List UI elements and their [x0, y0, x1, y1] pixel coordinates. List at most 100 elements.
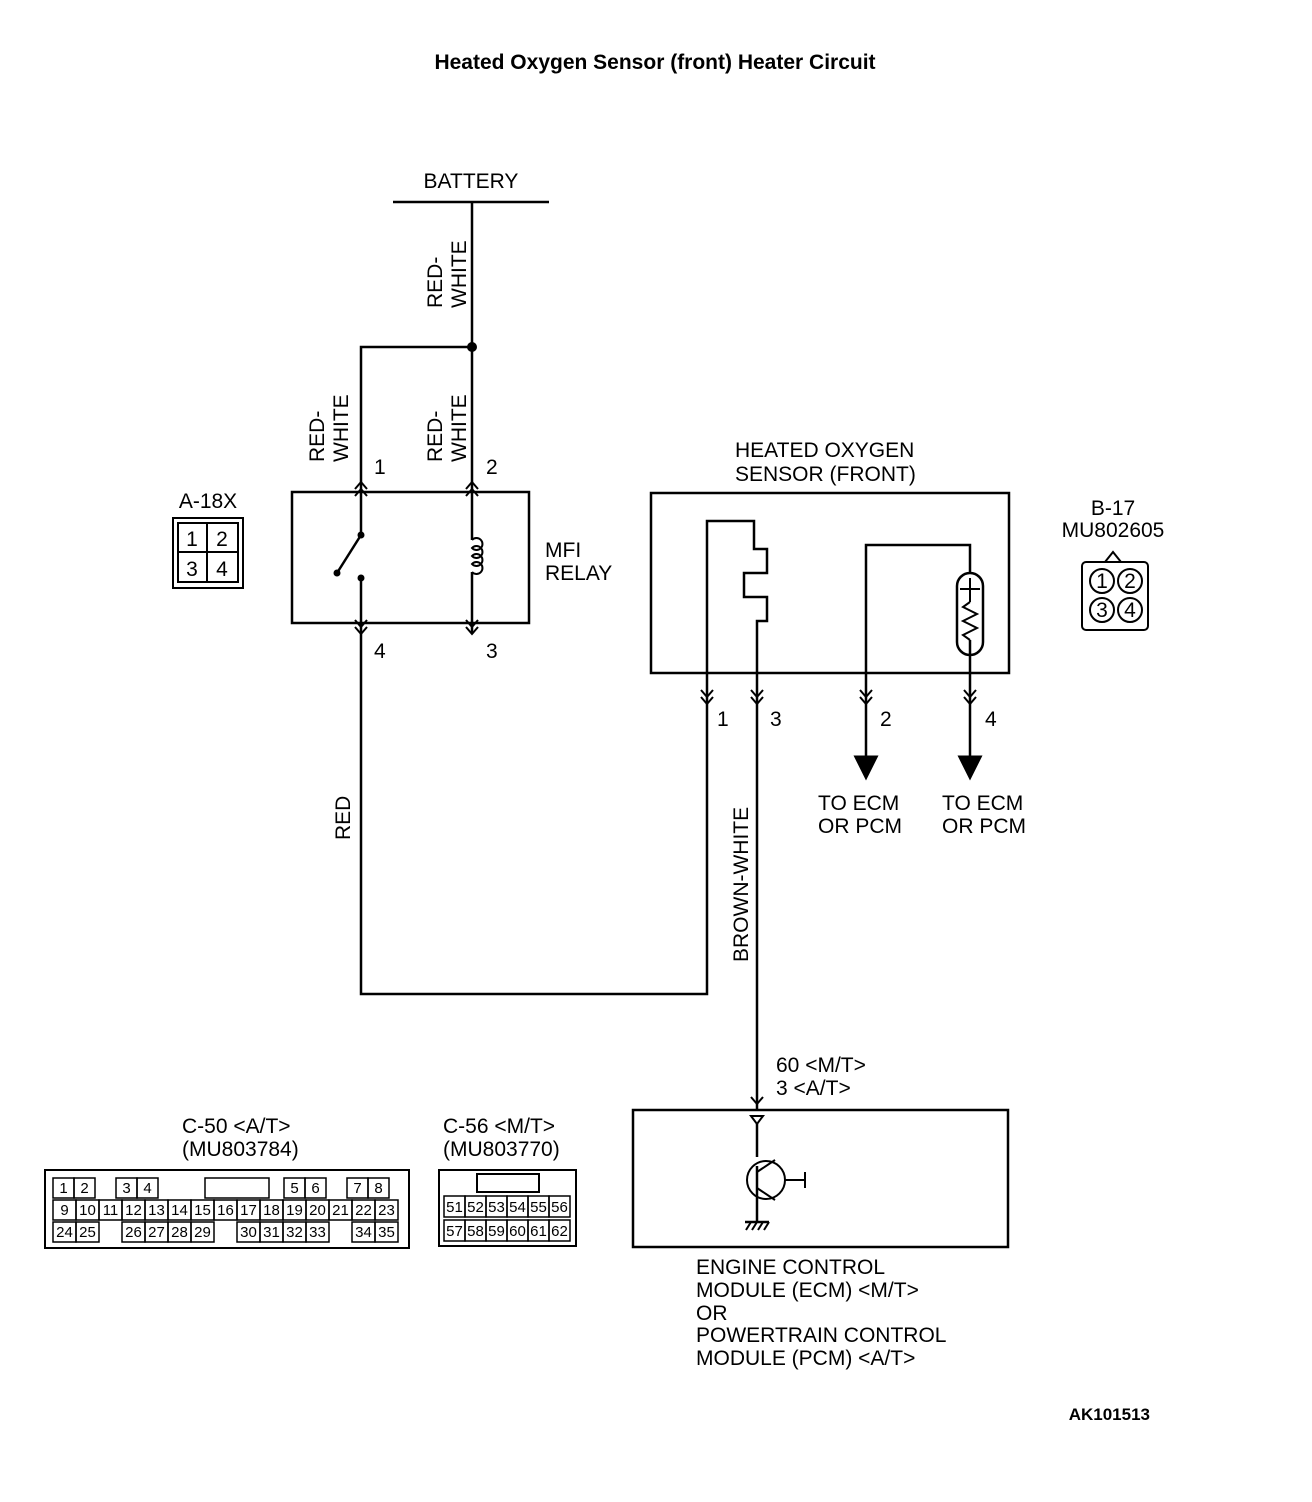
b17-pin: [1117, 568, 1143, 594]
to-ecm-label-2: OR PCM: [818, 815, 902, 838]
sensor-element: [705, 519, 769, 673]
ecm-name-3: OR: [696, 1302, 728, 1325]
wire-label-pin1-1: RED-: [306, 411, 329, 462]
c50-cell-label: 17: [240, 1202, 257, 1219]
wire-label-red: RED: [332, 796, 355, 840]
connector-chevron: [465, 480, 479, 497]
figure-id: AK101513: [1069, 1405, 1150, 1424]
ecm-name-1: ENGINE CONTROL: [696, 1256, 885, 1279]
c56-cell-label: 51: [446, 1199, 463, 1216]
b17-cell: 1: [1096, 570, 1108, 593]
relay-pin-3: 3: [486, 640, 498, 663]
c50-cell-label: 24: [56, 1224, 73, 1241]
c50-cell-label: 33: [309, 1224, 326, 1241]
relay-pin-4: 4: [374, 640, 386, 663]
relay-switch-arm: [335, 534, 363, 574]
c50-cell-label: 27: [148, 1224, 165, 1241]
heater-resistor: [960, 601, 980, 641]
c56-cell-label: 59: [488, 1223, 505, 1240]
c50-cell-label: 29: [194, 1224, 211, 1241]
sensor-name-2: SENSOR (FRONT): [735, 463, 916, 486]
to-ecm-label-1: TO ECM: [818, 792, 899, 815]
b17-pin: [1089, 568, 1115, 594]
heater-wire: [864, 543, 972, 673]
c50-cell-label: 3: [122, 1180, 130, 1197]
a18x-cell: 3: [186, 558, 198, 581]
wire-label-pin1-2: WHITE: [330, 394, 353, 462]
relay-name-1: MFI: [545, 539, 581, 562]
c50-cell-label: 34: [355, 1224, 372, 1241]
c50-cell-label: 21: [332, 1202, 349, 1219]
b17-pin: [1117, 597, 1143, 623]
c50-part: (MU803784): [182, 1138, 299, 1161]
c50-cell-label: 23: [378, 1202, 395, 1219]
connector-chevron: [354, 480, 368, 497]
c56-cell-label: 56: [551, 1199, 568, 1216]
c50-key: [204, 1177, 270, 1199]
sensor-pin-1: 1: [717, 708, 729, 731]
b17-cell: 2: [1124, 570, 1136, 593]
c50-cell: [367, 1177, 390, 1199]
connector-chevron: [750, 1096, 764, 1106]
c50-cell-label: 13: [148, 1202, 165, 1219]
c50-cell-label: 10: [79, 1202, 96, 1219]
c50-cell-label: 19: [286, 1202, 303, 1219]
a18x-connector: [172, 517, 244, 589]
red-wire: [359, 623, 709, 996]
to-ecm-label-2: OR PCM: [942, 815, 1026, 838]
c50-cell-label: 20: [309, 1202, 326, 1219]
c50-cell-label: 35: [378, 1224, 395, 1241]
c50-cell-label: 5: [290, 1180, 298, 1197]
wire-label-pin2-1: RED-: [424, 411, 447, 462]
b17-connector: [1081, 561, 1149, 631]
c56-connector: [438, 1169, 577, 1247]
c56-cell-label: 52: [467, 1199, 484, 1216]
c50-cell-label: 28: [171, 1224, 188, 1241]
switch-pivot: [333, 569, 341, 577]
c50-cell-label: 2: [80, 1180, 88, 1197]
ecm-terminal-mt: 60 <M/T>: [776, 1054, 866, 1077]
c50-cell: [374, 1199, 399, 1221]
wire-label-top-1: RED-: [424, 257, 447, 308]
ground-icon: [745, 1221, 770, 1231]
b17-cell: 4: [1124, 599, 1136, 622]
sensor-pin-3: 3: [770, 708, 782, 731]
c50-cell-label: 31: [263, 1224, 280, 1241]
c50-cell-label: 22: [355, 1202, 372, 1219]
a18x-cell: 2: [216, 528, 228, 551]
c56-cell-label: 62: [551, 1223, 568, 1240]
c56-title: C-56 <M/T>: [443, 1115, 555, 1138]
b17-cell: 3: [1096, 599, 1108, 622]
ecm-terminal-marker: [749, 1115, 765, 1126]
c50-cell-label: 7: [353, 1180, 361, 1197]
relay-coil: [470, 537, 484, 575]
c50-cell-label: 16: [217, 1202, 234, 1219]
b17-key: [1104, 550, 1122, 563]
c56-cell-label: 54: [509, 1199, 526, 1216]
ecm-box: [631, 1108, 1010, 1249]
wire-to-relay-pin1: [359, 345, 472, 492]
battery-label: BATTERY: [424, 170, 519, 193]
sensor-pin-4: 4: [985, 708, 997, 731]
c50-cell-label: 30: [240, 1224, 257, 1241]
c50-cell-label: 11: [103, 1202, 119, 1219]
c56-cell-label: 61: [530, 1223, 547, 1240]
ecm-name-5: MODULE (PCM) <A/T>: [696, 1347, 915, 1370]
c50-cell-label: 32: [286, 1224, 303, 1241]
diagram-title: Heated Oxygen Sensor (front) Heater Circ…: [434, 51, 875, 74]
relay-name-2: RELAY: [545, 562, 612, 585]
c50-cell-label: 6: [311, 1180, 319, 1197]
c56-key: [476, 1173, 540, 1193]
relay-pin-2: 2: [486, 456, 498, 479]
c56-cell-label: 60: [509, 1223, 526, 1240]
c50-cell-label: 4: [143, 1180, 151, 1197]
relay-pin-1: 1: [374, 456, 386, 479]
wire-label-top-2: WHITE: [448, 240, 471, 308]
ecm-name-2: MODULE (ECM) <M/T>: [696, 1279, 919, 1302]
to-ecm-label-1: TO ECM: [942, 792, 1023, 815]
transistor-collector: [756, 1159, 776, 1173]
a18x-cell: 1: [186, 528, 198, 551]
